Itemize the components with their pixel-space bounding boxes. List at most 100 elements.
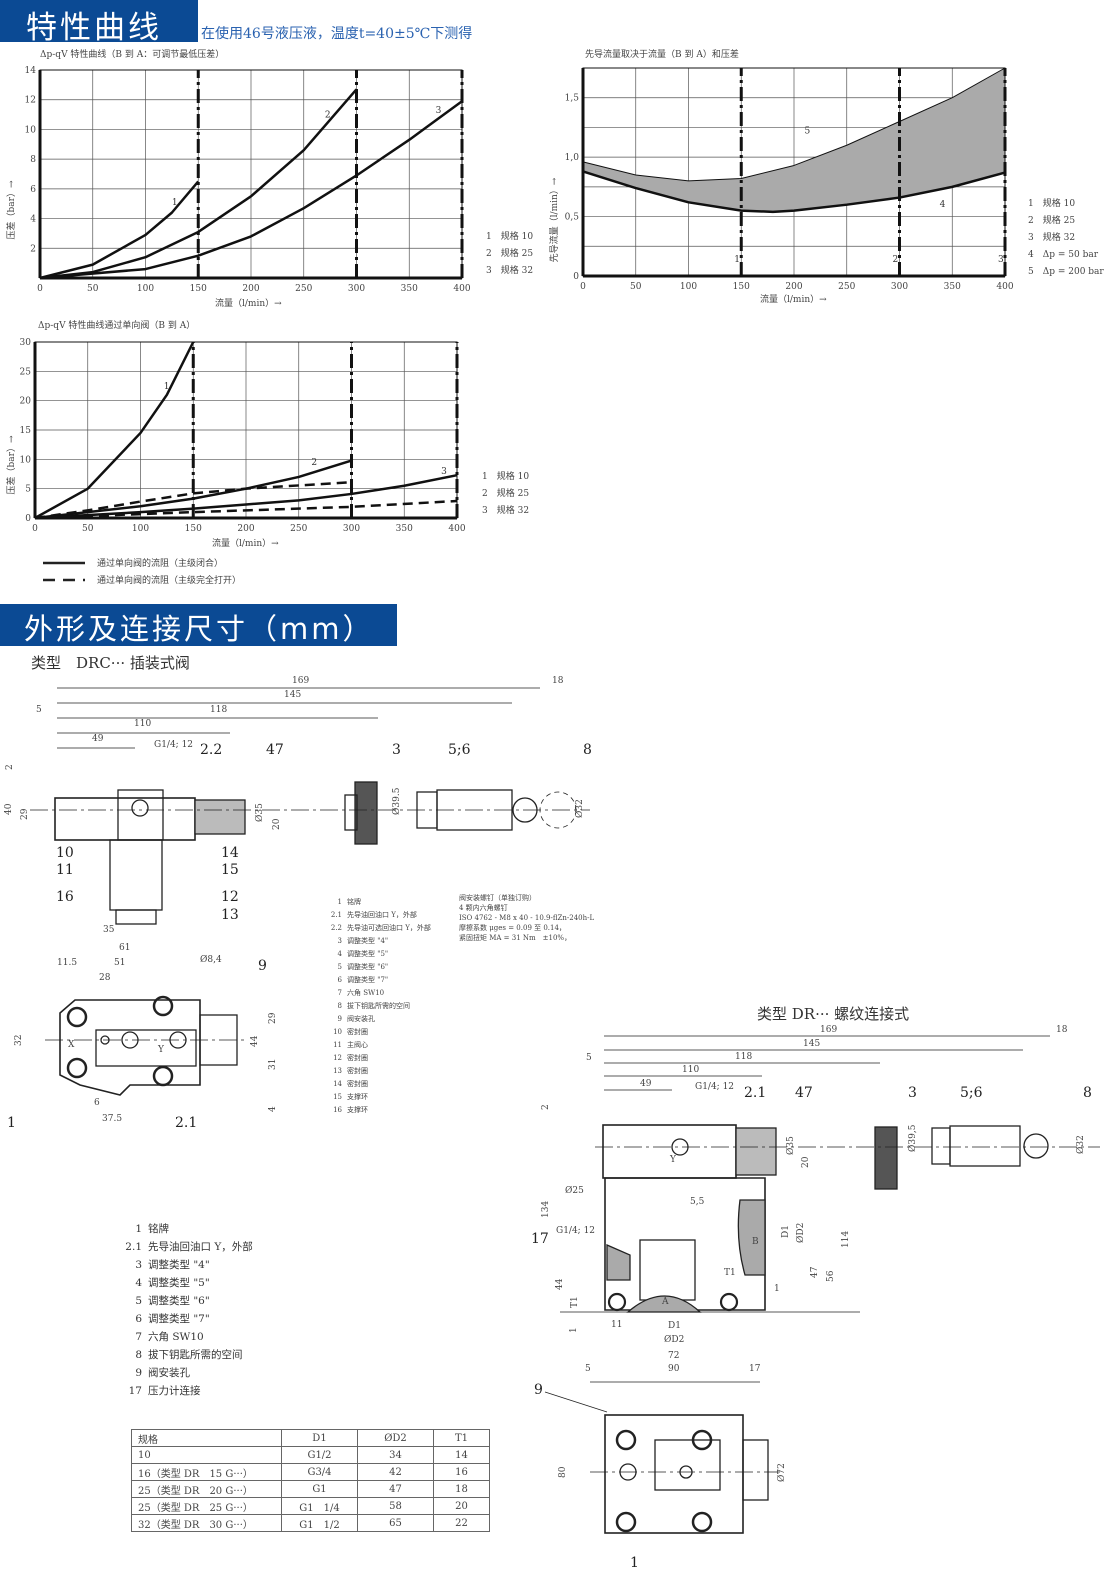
dimension-label: 49	[640, 1079, 652, 1089]
limit-label: 1	[734, 255, 740, 265]
part-number: 2.2	[330, 924, 342, 932]
dimension-label: 40	[4, 803, 14, 815]
table-cell: 10	[131, 1446, 282, 1464]
dimension-label: 5	[585, 1364, 591, 1374]
y-tick-label: 20	[20, 397, 32, 407]
line-legend-solid: 通过单向阀的流阻（主级闭合）	[97, 559, 224, 569]
dimension-label: 169	[820, 1025, 838, 1035]
x-tick-label: 400	[996, 282, 1013, 292]
dimension-label: 35	[103, 925, 115, 935]
table-cell: 22	[433, 1514, 490, 1532]
part-description: 密封圈	[347, 1028, 368, 1036]
dimension-label: 6	[94, 1098, 100, 1108]
table-cell: 58	[357, 1497, 434, 1515]
x-tick-label: 100	[137, 284, 154, 294]
dimension-label: 49	[92, 734, 104, 744]
part-description: 压力计连接	[148, 1385, 201, 1397]
dimension-label: 169	[292, 676, 310, 686]
dimension-label: 28	[99, 973, 111, 983]
x-axis-label: 流量（l/min）→	[212, 537, 279, 549]
dimension-label: 14	[221, 845, 239, 861]
x-tick-label: 50	[630, 282, 642, 292]
y-tick-label: 1,5	[565, 94, 580, 104]
series-1-line	[39, 180, 200, 280]
dimension-label: 72	[668, 1351, 680, 1361]
x-tick-label: 150	[185, 524, 202, 534]
dimension-label: B	[752, 1237, 759, 1247]
chart-title: Δp-qV 特性曲线通过单向阀（B 到 A）	[38, 319, 195, 331]
dimension-label: 3	[908, 1085, 917, 1101]
section-title: 外形及连接尺寸（mm）	[24, 612, 375, 646]
header-od2: ØD2	[357, 1429, 434, 1447]
dimension-label: 145	[284, 690, 302, 700]
y-tick-label: 4	[30, 215, 36, 225]
dimension-label: Y	[158, 1045, 164, 1055]
part-description: 调整类型 "4"	[148, 1259, 210, 1271]
legend-entry: 1 规格 10	[1028, 197, 1075, 209]
dimension-label: 90	[668, 1364, 680, 1374]
type-dr-heading: 类型 DR··· 螺纹连接式	[757, 1005, 910, 1023]
x-tick-label: 100	[132, 524, 149, 534]
series-5-line	[582, 67, 1006, 182]
part-number: 6	[135, 1313, 142, 1325]
table-cell: 32（类型 DR 30 G···）	[131, 1514, 282, 1532]
part-number: 1	[135, 1223, 142, 1235]
part-number: 14	[333, 1080, 342, 1088]
dimension-label: 47	[810, 1266, 820, 1278]
x-tick-label: 400	[453, 284, 470, 294]
screw-note-line: 紧固扭矩 MA = 31 Nm ±10%，	[459, 934, 572, 942]
part-description: 阀安装孔	[347, 1015, 375, 1023]
header-size: 规格	[131, 1429, 282, 1447]
type-drc-heading: 类型 DRC··· 插装式阀	[31, 654, 190, 672]
part-description: 调整类型 "7"	[148, 1313, 210, 1325]
dimension-label: 29	[268, 1012, 278, 1024]
part-number: 11	[333, 1041, 342, 1049]
series-label: 1	[164, 382, 170, 392]
part-number: 3	[135, 1259, 142, 1271]
part-description: 调整类型 "7"	[347, 976, 389, 984]
part-number: 10	[333, 1028, 342, 1036]
y-tick-label: 6	[30, 185, 36, 195]
legend-entry: 4 Δp = 50 bar	[1028, 250, 1099, 260]
y-tick-label: 2	[30, 244, 36, 254]
x-tick-label: 150	[190, 284, 207, 294]
dimension-label: Ø39.5	[392, 787, 402, 815]
screw-note-line: 摩擦系数 μges = 0.09 至 0.14，	[459, 924, 566, 932]
series-4-line	[582, 170, 1006, 214]
dimension-label: 2.2	[200, 742, 223, 758]
x-tick-label: 250	[290, 524, 307, 534]
dimension-label: Ø35	[255, 803, 265, 822]
part-number: 12	[333, 1054, 342, 1062]
part-number: 6	[337, 976, 342, 984]
x-tick-label: 350	[401, 284, 418, 294]
dimension-label: 56	[826, 1270, 836, 1282]
part-number: 16	[333, 1106, 342, 1114]
part-description: 密封圈	[347, 1080, 368, 1088]
dimension-label: Ø72	[777, 1463, 787, 1482]
dimension-label: 18	[552, 676, 564, 686]
y-tick-label: 30	[20, 338, 32, 348]
table-cell: 16（类型 DR 15 G···）	[131, 1463, 282, 1481]
x-tick-label: 0	[580, 282, 586, 292]
line-legend-dashed: 通过单向阀的流阻（主级完全打开）	[97, 576, 242, 586]
series-2o-line	[34, 480, 352, 520]
table-cell: 65	[357, 1514, 434, 1532]
dimension-label: Ø39,5	[908, 1124, 918, 1152]
dimension-label: 5,5	[690, 1197, 705, 1207]
table-cell: 20	[433, 1497, 490, 1515]
chart-title: Δp-qV 特性曲线（B 到 A：可调节最低压差）	[40, 48, 224, 60]
header-t1: T1	[433, 1429, 490, 1447]
x-tick-label: 300	[348, 284, 365, 294]
table-cell: G1 1/4	[281, 1497, 358, 1515]
table-cell: 25（类型 DR 20 G···）	[131, 1480, 282, 1498]
dimension-label: 51	[114, 958, 126, 968]
